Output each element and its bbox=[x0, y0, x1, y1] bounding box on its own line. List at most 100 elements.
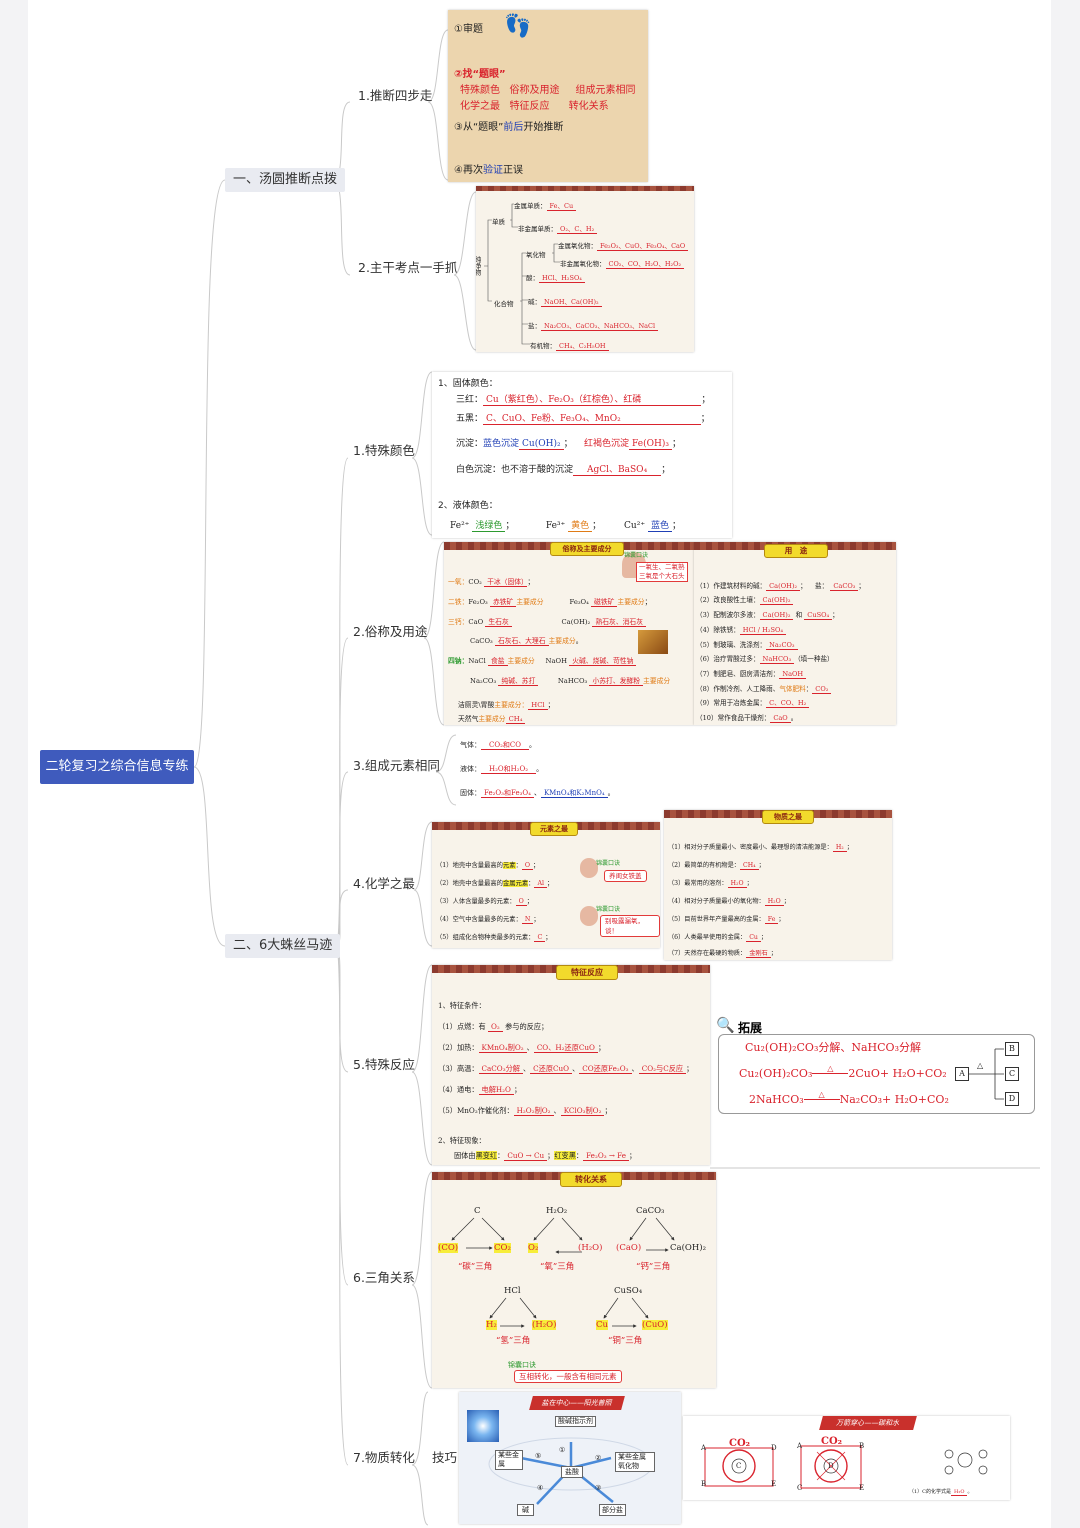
co2-label-1: CO₂ bbox=[729, 1438, 751, 1449]
names-row-3: 三钙：CaO 生石灰 Ca(OH)₂ 熟石灰、消石灰 bbox=[448, 616, 647, 627]
pure-label: 纯净物 bbox=[476, 256, 481, 276]
elem-most-row-2: （2）地壳中含量最高的金属元素：Al； bbox=[436, 880, 554, 888]
card-colors: 1、固体颜色： 三红：Cu（紫红色）、Fe₂O₃（红棕色）、红磷； 五黑：C、C… bbox=[432, 372, 732, 538]
organic-row: 有机物：CH₄、C₂H₅OH bbox=[530, 340, 609, 351]
footprint-icon: 👣 bbox=[504, 14, 532, 39]
five-black-row: 五黑：C、CuO、Fe粉、Fe₃O₄、MnO₂； bbox=[456, 414, 710, 425]
solid-colors-title: 1、固体颜色： bbox=[438, 379, 498, 389]
card-conversion: 盐在中心——阳光普照 酸碱指示剂 某些金属氧化物 部分盐 碱 某些金属 盐酸 ①… bbox=[459, 1392, 681, 1524]
step-1: ①审题 bbox=[454, 24, 483, 35]
step-2: ②找“题眼” bbox=[454, 69, 506, 80]
react-row-4: （4）通电：电解H₂O； bbox=[438, 1085, 522, 1095]
co2-a: A bbox=[701, 1444, 707, 1452]
tri4-left: H₂ bbox=[486, 1320, 497, 1330]
co2-b: B bbox=[701, 1480, 707, 1488]
chalk-image bbox=[638, 630, 668, 654]
nonmetal-oxide-row: 非金属氧化物：CO₂、CO、H₂O、H₂O₂ bbox=[560, 258, 685, 269]
leaf-four-steps[interactable]: 1.推断四步走 bbox=[358, 88, 433, 103]
names-row-5: 四钠：NaCl 食盐主要成分 NaOH 火碱、烧碱、苛性钠 bbox=[448, 655, 637, 666]
leaf-chem-most[interactable]: 4.化学之最 bbox=[353, 876, 415, 891]
num-2: ② bbox=[595, 1454, 602, 1462]
card-substance-most: 物质之最 （1）相对分子质量最小、密度最小、最理想的清洁能源是：H₂； （2）最… bbox=[664, 810, 892, 960]
same-liquid-row: 液体：H₂O和H₂O₂。 bbox=[460, 765, 544, 774]
node-metal: 某些金属 bbox=[495, 1450, 523, 1470]
leaf-special-colors[interactable]: 1.特殊颜色 bbox=[353, 443, 415, 458]
branch-2[interactable]: 二、6大蛛丝马迹 bbox=[225, 934, 341, 958]
student-avatar-3 bbox=[580, 906, 598, 926]
use-row-8: （8）作制冷剂、人工降雨、气体肥料：CO₂ bbox=[696, 683, 832, 694]
num-1: ① bbox=[559, 1446, 566, 1454]
oxide-label: 氧化物 bbox=[526, 251, 546, 259]
classify-brackets bbox=[484, 203, 560, 345]
names-tip-title: 锦囊口诀 bbox=[624, 552, 649, 559]
tri2-label: “氧”三角 bbox=[540, 1262, 575, 1272]
student-avatar-2 bbox=[580, 858, 598, 878]
branch-1[interactable]: 一、汤圆推断点拨 bbox=[225, 168, 346, 192]
use-row-2: （2）改良酸性土壤：Ca(OH)₂ bbox=[696, 594, 794, 605]
root-topic[interactable]: 二轮复习之综合信息专练 bbox=[40, 750, 194, 784]
ext-arrows bbox=[969, 1048, 1004, 1100]
base-row: 碱：NaOH、Ca(OH)₂ bbox=[528, 296, 602, 307]
leaf-special-reactions[interactable]: 5.特殊反应 bbox=[353, 1057, 415, 1072]
elem-tip1: 养闺女铁盖 bbox=[604, 870, 647, 882]
node-base: 碱 bbox=[517, 1504, 534, 1516]
leaf-main-points[interactable]: 2.主干考点一手抓 bbox=[358, 260, 458, 275]
co2-c: C bbox=[736, 1462, 742, 1470]
ext-line-1: Cu₂(OH)₂CO₃分解、NaHCO₃分解 bbox=[745, 1041, 921, 1054]
sub-most-row-5: （5）目前世界年产量最高的金属：Fe； bbox=[668, 916, 785, 924]
ion-colors-row: Fe²⁺ 浅绿色； Fe³⁺ 黄色； Cu²⁺ 蓝色； bbox=[450, 521, 681, 532]
card-same-elements: 气体：CO₂和CO。 液体：H₂O和H₂O₂。 固体：Fe₂O₃和Fe₃O₄、K… bbox=[456, 732, 648, 806]
elem-most-row-4: （4）空气中含量最多的元素：N； bbox=[436, 916, 540, 924]
tri1-right: CO₂ bbox=[494, 1243, 511, 1253]
sub-most-row-1: （1）相对分子质量最小、密度最小、最理想的清洁能源是：H₂； bbox=[668, 844, 853, 852]
co2-label-2: CO₂ bbox=[821, 1436, 843, 1447]
co2-2-a: A bbox=[797, 1442, 803, 1450]
card-classification: 纯净物 单质 金属单质：Fe、Cu 非金属单质：O₂、C、H₂ 化合物 氧化物 … bbox=[476, 186, 694, 352]
leaf-technique[interactable]: 技巧 bbox=[432, 1450, 458, 1465]
leaf-common-names[interactable]: 2.俗称及用途 bbox=[353, 624, 428, 639]
sunburst-icon bbox=[467, 1410, 499, 1442]
triangles-title: 转化关系 bbox=[560, 1172, 622, 1187]
tri3-left: (CaO) bbox=[616, 1243, 642, 1253]
tri4-right: (H₂O) bbox=[532, 1320, 557, 1330]
box-b: B bbox=[1005, 1042, 1019, 1056]
substance-most-title: 物质之最 bbox=[762, 810, 814, 824]
ext-line-2: Cu₂(OH)₂CO₃△2CuO+ H₂O+CO₂ bbox=[739, 1064, 947, 1081]
elem-most-row-1: （1）地壳中含量最高的元素：O； bbox=[436, 862, 540, 870]
card-co2: 万箭穿心——碳和水 CO₂ CO₂ A B C D E A C D B E （1… bbox=[683, 1416, 1010, 1500]
leaf-conversion[interactable]: 7.物质转化 bbox=[353, 1450, 415, 1465]
tri1-left: (CO) bbox=[438, 1243, 459, 1253]
link-root-b1 bbox=[193, 179, 226, 768]
sub-most-row-3: （3）最常用的溶剂：H₂O； bbox=[668, 880, 753, 888]
co2-d: D bbox=[771, 1444, 777, 1452]
num-5: ⑤ bbox=[535, 1452, 542, 1460]
use-row-4: （4）除铁锈：HCl / H₂SO₄ bbox=[696, 624, 787, 635]
use-row-6: （6）治疗胃酸过多：NaHCO₃（填一种盐） bbox=[696, 655, 834, 664]
names-row-1: 一氧：CO₂ 干冰（固体）； bbox=[448, 578, 535, 587]
react-phenomenon: 固体由黑变红：CuO → Cu；红变黑：Fe₂O₃ → Fe； bbox=[454, 1151, 637, 1161]
card-uses: 用 途 （1）作建筑材料的碱：Ca(OH)₂； 盐： CaCO₃； （2）改良酸… bbox=[694, 542, 896, 725]
elem-tip2: 别吸露漏氧，谈！ bbox=[600, 915, 660, 937]
card-four-steps: ①审题 👣 ②找“题眼” 特殊颜色 俗称及用途 组成元素相同 化学之最 特征反应… bbox=[448, 10, 648, 182]
tri2-top: H₂O₂ bbox=[546, 1206, 568, 1216]
tri4-top: HCl bbox=[504, 1286, 521, 1296]
nonmetal-row: 非金属单质：O₂、C、H₂ bbox=[518, 223, 598, 234]
co2-2-c: C bbox=[797, 1484, 803, 1492]
sub-most-row-2: （2）最简单的有机物是：CH₄； bbox=[668, 862, 765, 870]
tri1-top: C bbox=[474, 1206, 481, 1216]
node-salt: 部分盐 bbox=[599, 1504, 626, 1516]
step-4: ④再次验证正误 bbox=[454, 165, 523, 176]
react-row-3: （3）高温：CaCO₃分解、C还原CuO、CO还原Fe₂O₃、CO₂与C反应； bbox=[438, 1064, 694, 1074]
co2-diagrams bbox=[704, 1445, 988, 1489]
leaf-same-elements[interactable]: 3.组成元素相同 bbox=[353, 758, 440, 773]
reactions-h2: 2、特征现象： bbox=[438, 1136, 486, 1145]
node-indicator: 酸碱指示剂 bbox=[555, 1416, 596, 1427]
leaf-triangle[interactable]: 6.三角关系 bbox=[353, 1270, 415, 1285]
elem-tip2-title: 锦囊口诀 bbox=[596, 906, 621, 913]
react-row-1: （1）点燃：有 O₂ 参与的反应； bbox=[438, 1022, 549, 1032]
node-center: 盐酸 bbox=[561, 1466, 583, 1478]
names-row-6: Na₂CO₃ 纯碱、苏打 NaHCO₃ 小苏打、发酵粉主要成分 bbox=[470, 677, 671, 686]
